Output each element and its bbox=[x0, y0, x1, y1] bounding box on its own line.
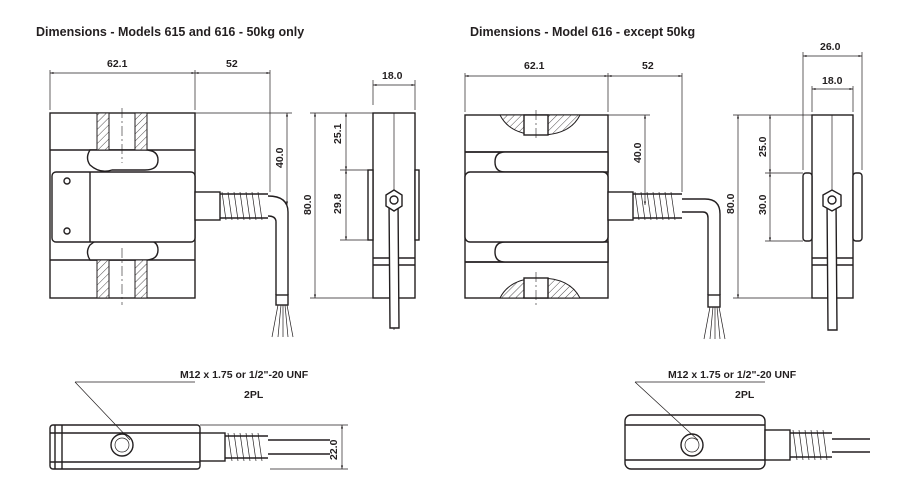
right-title: Dimensions - Model 616 - except 50kg bbox=[470, 25, 695, 39]
right-dim-upper: 25.0 bbox=[757, 136, 769, 157]
right-dim-cable-offset: 52 bbox=[642, 60, 654, 72]
right-qty-note: 2PL bbox=[735, 389, 755, 401]
left-dim-mid: 29.8 bbox=[332, 193, 344, 214]
right-drawing: Dimensions - Model 616 - except 50kg 62.… bbox=[464, 25, 870, 470]
left-dim-cable-height: 40.0 bbox=[274, 147, 286, 168]
left-dim-upper: 25.1 bbox=[332, 123, 344, 144]
left-drawing: Dimensions - Models 615 and 616 - 50kg o… bbox=[36, 25, 420, 470]
left-dim-cable-offset: 52 bbox=[226, 58, 238, 70]
left-front-view: 62.1 52 40.0 bbox=[49, 58, 294, 338]
left-dim-height: 80.0 bbox=[302, 194, 314, 215]
right-dim-thickness: 18.0 bbox=[822, 75, 843, 87]
left-dim-width: 62.1 bbox=[107, 58, 128, 70]
left-title: Dimensions - Models 615 and 616 - 50kg o… bbox=[36, 25, 304, 39]
right-thread-note: M12 x 1.75 or 1/2"-20 UNF bbox=[668, 369, 797, 381]
left-qty-note: 2PL bbox=[244, 389, 264, 401]
left-dim-thickness: 18.0 bbox=[382, 70, 403, 82]
left-dim-bottom-thickness: 22.0 bbox=[328, 439, 340, 460]
right-dim-mid: 30.0 bbox=[757, 194, 769, 215]
right-side-view: 80.0 25.0 30.0 26.0 18.0 bbox=[725, 41, 863, 331]
left-thread-note: M12 x 1.75 or 1/2"-20 UNF bbox=[180, 369, 309, 381]
right-dim-width: 62.1 bbox=[524, 60, 545, 72]
right-front-view: 62.1 52 40.0 bbox=[464, 60, 726, 340]
right-dim-height: 80.0 bbox=[725, 193, 737, 214]
left-side-view: 80.0 25.1 29.8 18.0 bbox=[302, 70, 420, 330]
right-top-view: M12 x 1.75 or 1/2"-20 UNF 2PL bbox=[624, 369, 870, 470]
right-dim-cable-height: 40.0 bbox=[632, 142, 644, 163]
right-dim-overall-thickness: 26.0 bbox=[820, 41, 841, 53]
left-top-view: M12 x 1.75 or 1/2"-20 UNF 2PL 22.0 bbox=[49, 369, 348, 470]
